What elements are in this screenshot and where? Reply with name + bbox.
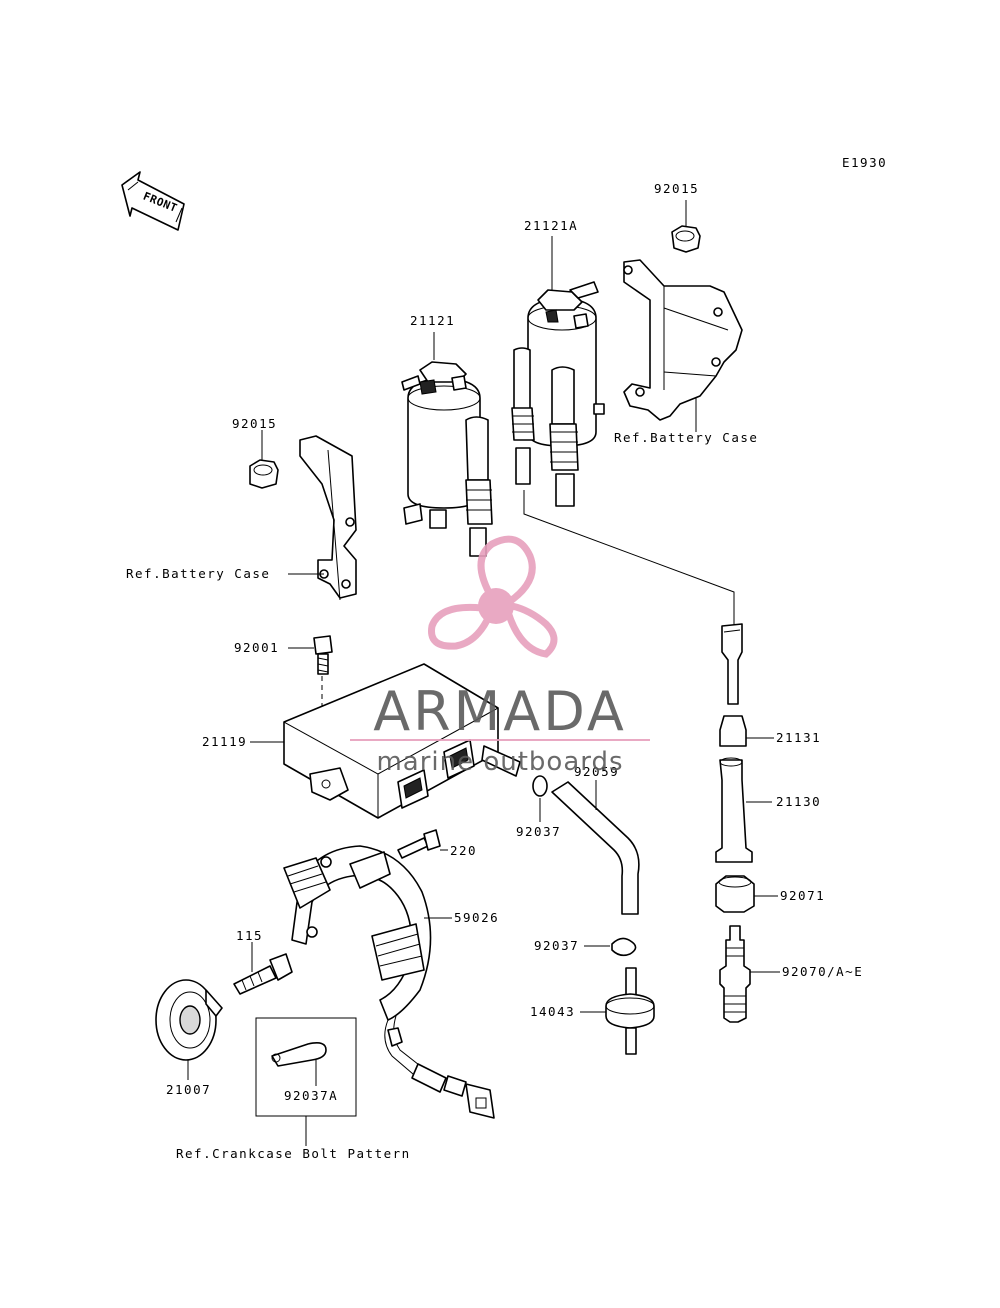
callout-21130: 21130 — [776, 794, 821, 809]
plug-lead-end — [721, 623, 743, 705]
callout-92015-left: 92015 — [232, 416, 277, 431]
plug-cap-21131 — [719, 715, 774, 747]
callout-92059: 92059 — [574, 764, 619, 779]
watermark-brand: ARMADA — [373, 680, 627, 743]
front-arrow-icon: FRONT — [121, 171, 185, 231]
propeller-logo-icon — [428, 535, 558, 658]
crankcase-bolt-pattern-box — [255, 1017, 357, 1146]
filter-14043 — [580, 967, 655, 1055]
callout-21007: 21007 — [166, 1082, 211, 1097]
nut-92015-top — [671, 200, 701, 253]
callout-21119: 21119 — [202, 734, 247, 749]
hose-92059 — [551, 780, 640, 915]
clip-92037-a — [532, 775, 548, 822]
callout-92001: 92001 — [234, 640, 279, 655]
plug-cap-21130 — [715, 757, 772, 863]
callout-92070: 92070/A~E — [782, 964, 863, 979]
callout-115: 115 — [236, 928, 263, 943]
callout-14043: 14043 — [530, 1004, 575, 1019]
ref-battery-case-left: Ref.Battery Case — [126, 566, 270, 581]
bracket-right — [623, 259, 743, 432]
bolt-92001 — [288, 635, 333, 790]
clip-92037-b — [584, 937, 637, 957]
callout-92037A: 92037A — [284, 1088, 338, 1103]
diagram-code: E1930 — [842, 155, 887, 170]
nut-92015-left — [249, 430, 279, 489]
callout-220: 220 — [450, 843, 477, 858]
callout-92071: 92071 — [780, 888, 825, 903]
watermark-tagline: marine outboards — [376, 747, 623, 777]
callout-21131: 21131 — [776, 730, 821, 745]
bracket-left — [288, 435, 357, 601]
lead-line-coil-to-plug — [523, 490, 735, 628]
bolt-220 — [397, 829, 448, 859]
rotor-21007 — [155, 979, 223, 1080]
ignition-coil-21121 — [401, 332, 493, 557]
spark-plug-92070 — [719, 925, 780, 1023]
callout-21121: 21121 — [410, 313, 455, 328]
callout-92015-top: 92015 — [654, 181, 699, 196]
callout-59026: 59026 — [454, 910, 499, 925]
ignition-coil-21121A — [511, 236, 605, 507]
callout-92037-b: 92037 — [534, 938, 579, 953]
pickup-coil-59026 — [283, 845, 495, 1119]
propeller-hub-icon — [478, 588, 514, 624]
bolt-115 — [233, 942, 293, 995]
callout-21121A: 21121A — [524, 218, 578, 233]
armada-watermark: ARMADA marine outboards — [350, 535, 650, 777]
callout-92037-a: 92037 — [516, 824, 561, 839]
ref-battery-case-right: Ref.Battery Case — [614, 430, 758, 445]
cap-92071 — [715, 875, 778, 913]
ref-crankcase-bolt-pattern: Ref.Crankcase Bolt Pattern — [176, 1146, 411, 1161]
